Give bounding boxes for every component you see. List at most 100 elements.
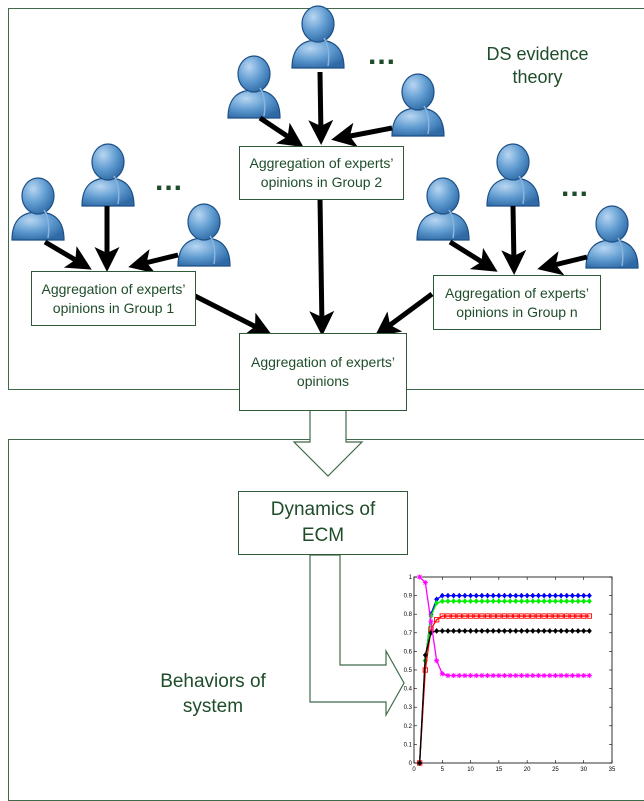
data-point: [428, 619, 434, 625]
final-box-line2: opinions: [296, 373, 350, 389]
data-point: [439, 613, 445, 619]
data-point: [462, 627, 468, 634]
data-point: [513, 672, 519, 679]
data-point: [507, 613, 513, 619]
data-point: [456, 598, 462, 605]
ds-label-line1: DS evidence: [486, 44, 589, 64]
final-box-line1: Aggregation of experts’: [251, 354, 395, 371]
expert-icon: [391, 73, 445, 137]
data-point: [524, 627, 530, 634]
data-point: [422, 579, 428, 586]
data-point: [518, 598, 525, 605]
data-point: [496, 613, 502, 619]
x-tick-label: 10: [467, 767, 474, 773]
ds-label-line2: theory: [512, 67, 563, 88]
data-point: [445, 672, 451, 679]
more-experts-ellipsis: ...: [155, 164, 184, 197]
data-point: [445, 627, 451, 634]
data-point: [417, 760, 423, 766]
y-tick-label: 0.1: [404, 742, 413, 748]
expert-icon: [416, 177, 470, 241]
data-point: [535, 598, 541, 605]
data-point: [462, 672, 468, 679]
expert-icon: [486, 143, 540, 207]
data-point: [473, 598, 479, 605]
data-point: [439, 671, 445, 677]
data-point: [581, 598, 587, 605]
data-point: [530, 613, 536, 619]
arrow: [128, 249, 179, 274]
data-point: [586, 672, 592, 679]
data-point: [434, 658, 440, 664]
series-line: [419, 615, 590, 764]
y-tick-label: 0.7: [404, 631, 413, 637]
data-point: [507, 672, 513, 679]
arrow: [308, 71, 334, 145]
data-point: [564, 672, 570, 679]
data-point: [581, 613, 587, 619]
arrow: [43, 239, 92, 270]
x-tick-label: 5: [441, 767, 445, 773]
data-point: [473, 613, 479, 619]
y-tick-label: 0.5: [404, 668, 413, 674]
expert-icon: [11, 177, 65, 241]
data-point: [575, 672, 581, 679]
data-point: [586, 613, 593, 619]
y-tick-label: 0.4: [404, 687, 413, 693]
data-point: [564, 627, 570, 634]
hollow-down-arrow: [292, 409, 364, 477]
data-point: [445, 598, 451, 605]
arrow: [501, 205, 527, 275]
data-point: [496, 672, 502, 679]
data-point: [513, 613, 519, 619]
data-point: [547, 598, 553, 605]
data-point: [552, 598, 558, 605]
data-point: [558, 627, 564, 634]
data-point: [496, 598, 502, 605]
data-point: [479, 613, 485, 619]
data-point: [541, 627, 547, 634]
data-point: [450, 613, 457, 619]
data-point: [575, 613, 581, 619]
data-point: [462, 613, 468, 619]
data-point: [581, 672, 587, 679]
expert-icon: [585, 205, 639, 269]
data-point: [467, 672, 474, 679]
data-point: [490, 672, 496, 679]
arrow: [193, 293, 273, 336]
y-tick-label: 0.6: [404, 649, 413, 655]
data-point: [479, 627, 485, 634]
data-point: [535, 672, 542, 679]
data-point: [518, 672, 525, 679]
data-point: [501, 613, 508, 619]
groupn-aggregation-box: Aggregation of experts’ opinions in Grou…: [433, 275, 601, 330]
data-point: [513, 598, 519, 605]
data-point: [490, 627, 496, 634]
data-point: [547, 672, 553, 679]
group2-box-line1: Aggregation of experts’: [249, 155, 394, 172]
data-point: [456, 627, 462, 634]
hollow-bent-arrow: [309, 554, 405, 718]
data-point: [575, 627, 581, 634]
data-point: [451, 598, 457, 605]
data-point: [439, 627, 445, 634]
data-point: [564, 598, 570, 605]
data-point: [456, 672, 462, 679]
y-tick-label: 0: [409, 761, 413, 767]
expert-icon: [177, 203, 231, 267]
more-experts-ellipsis: ...: [368, 38, 397, 71]
arrow: [331, 122, 393, 148]
data-point: [507, 598, 513, 605]
x-tick-label: 20: [524, 767, 531, 773]
data-point: [445, 613, 451, 619]
data-point: [575, 598, 581, 605]
data-point: [581, 627, 587, 634]
data-point: [468, 627, 474, 634]
data-point: [524, 598, 530, 605]
data-point: [530, 672, 536, 679]
data-point: [547, 613, 553, 619]
diagram-graphics: [11, 5, 639, 718]
data-point: [552, 627, 558, 634]
data-point: [552, 672, 559, 679]
more-experts-ellipsis: ...: [561, 170, 590, 203]
